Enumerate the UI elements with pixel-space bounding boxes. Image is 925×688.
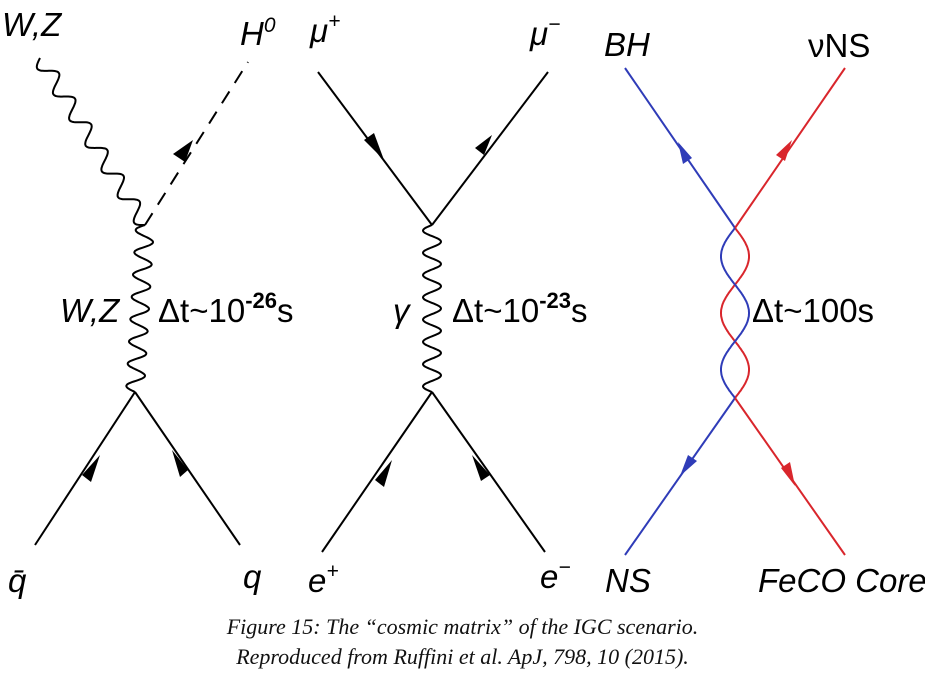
higgs-dashed-line [144,61,249,226]
label-antiquark: q̄ [8,562,27,599]
bh-arrow-icon [678,142,692,164]
label-photon: γ [393,292,412,329]
blue-helix-line [720,227,750,399]
label-positron: e+ [308,560,339,599]
label-muon-plus: μ+ [309,10,340,49]
higgs-arrow-icon [173,140,193,162]
ns-arrow-icon [680,455,697,476]
positron-line [321,391,433,553]
nu-ns-outgoing-line [734,67,846,229]
label-higgs: H0 [240,14,276,52]
electron-line [431,391,546,553]
label-bh: BH [604,26,650,63]
red-helix-line [720,227,750,399]
label-quark: q [243,558,262,595]
label-nu-ns: νNS [808,27,870,64]
positron-arrow-icon [375,460,392,487]
label-feco-core: FeCO Core [758,562,925,599]
label-wz-mid: W,Z [60,292,121,329]
quark-line [134,391,241,546]
label-wz-top: W,Z [2,6,63,43]
antiquark-arrow-icon [82,455,100,482]
photon-propagator-line [421,224,443,393]
figure-caption-line-1: Figure 15: The “cosmic matrix” of the IG… [226,614,699,639]
label-dt-1: Δt~10-26s [158,288,294,329]
label-dt-3: Δt~100s [752,292,874,329]
muon-plus-arrow-icon [364,133,384,160]
wz-boson-propagator-line [125,224,155,393]
muon-minus-line [431,71,549,226]
diagram-2: μ+ μ− γ Δt~10-23s e+ e− [308,10,588,599]
nu-ns-arrow-icon [776,140,792,161]
figure-caption-line-2: Reproduced from Ruffini et al. ApJ, 798,… [236,644,689,669]
diagram-1: W,Z H0 W,Z Δt~10-26s q̄ q [2,6,294,599]
label-electron: e− [540,556,571,595]
antiquark-line [34,391,136,546]
diagram-3: BH νNS Δt~100s NS FeCO Core [604,26,925,599]
label-dt-2: Δt~10-23s [452,288,588,329]
quark-arrow-icon [172,450,188,477]
electron-arrow-icon [472,455,490,481]
ns-incoming-line [624,397,736,556]
label-muon-minus: μ− [529,13,560,52]
label-ns: NS [605,562,651,599]
muon-minus-arrow-icon [475,135,492,155]
wz-boson-incoming-line [35,57,145,226]
feco-arrow-icon [781,462,795,486]
